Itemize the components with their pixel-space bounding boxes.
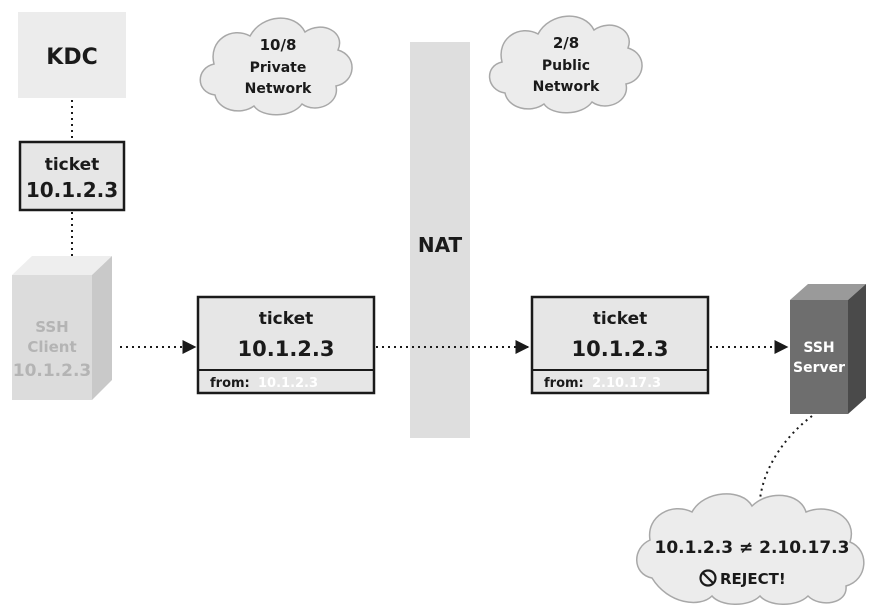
ssh-server-line1: SSH — [803, 340, 834, 356]
packet-public-title: ticket — [593, 309, 648, 329]
prohibited-icon — [699, 569, 717, 587]
nat-gateway: NAT — [410, 42, 470, 438]
private-network-prefix: 10/8 — [260, 36, 297, 54]
nat-label: NAT — [418, 233, 463, 257]
packet-private-from-label: from: — [210, 376, 250, 391]
public-network-word2: Network — [533, 79, 600, 95]
private-network-word2: Network — [245, 81, 312, 97]
ssh-client: SSH Client 10.1.2.3 — [12, 256, 112, 400]
cloud-shape — [488, 15, 643, 114]
ssh-server-line2: Server — [793, 360, 845, 376]
packet-public: ticket 10.1.2.3 from: 2.10.17.3 — [530, 295, 710, 395]
packet-private-address: 10.1.2.3 — [238, 337, 335, 361]
packet-private: ticket 10.1.2.3 from: 10.1.2.3 — [196, 295, 376, 395]
public-network-prefix: 2/8 — [553, 34, 579, 52]
ssh-client-line1: SSH — [35, 318, 69, 336]
private-network-word1: Private — [250, 60, 307, 76]
address-mismatch-text: 10.1.2.3 ≠ 2.10.17.3 — [655, 538, 850, 558]
reject-label: REJECT! — [720, 570, 786, 588]
packet-public-from-label: from: — [544, 376, 584, 391]
kdc-label: KDC — [46, 45, 97, 70]
private-network-cloud: 10/8 Private Network — [199, 17, 353, 116]
ssh-server: SSH Server — [790, 284, 866, 414]
kdc-ticket: ticket 10.1.2.3 — [18, 140, 126, 212]
kdc-ticket-title: ticket — [45, 155, 100, 175]
packet-private-title: ticket — [259, 309, 314, 329]
ssh-client-address: 10.1.2.3 — [13, 361, 92, 381]
kdc-ticket-address: 10.1.2.3 — [26, 178, 118, 202]
reject-cloud: 10.1.2.3 ≠ 2.10.17.3 REJECT! — [636, 493, 865, 605]
packet-private-from-value: 10.1.2.3 — [258, 376, 318, 391]
packet-public-from-value: 2.10.17.3 — [592, 376, 661, 391]
kdc: KDC — [18, 12, 126, 98]
public-network-cloud: 2/8 Public Network — [488, 15, 643, 114]
cloud-shape — [199, 17, 353, 116]
packet-public-address: 10.1.2.3 — [572, 337, 669, 361]
ssh-client-line2: Client — [27, 338, 76, 356]
public-network-word1: Public — [542, 58, 590, 74]
cloud-shape — [636, 493, 865, 605]
